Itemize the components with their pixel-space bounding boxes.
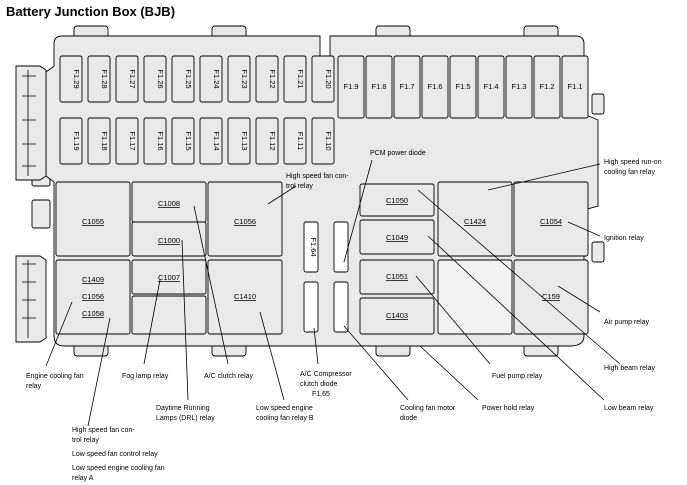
fuse-f125: F1.25 [184,69,193,88]
fuse-f15: F1.5 [455,82,470,91]
callout-ls-fan-control-relay: Low speed fan control relay [72,451,158,458]
callout-cooling-fan-diode-2: diode [400,415,417,422]
callout-hs-runon-2: cooling fan relay [604,169,655,176]
relay-c1410: C1410 [234,292,256,301]
relay-c1050: C1050 [386,196,408,205]
fuse-f113: F1.13 [240,131,249,150]
fuse-f11: F1.1 [567,82,582,91]
callout-hs-fan-relay-bottom-1: High speed fan con- [72,427,135,434]
callout-air-pump-relay: Air pump relay [604,319,650,326]
relays-right: C1050 C1049 C1051 C1403 C1424 C1054 C159 [359,181,589,335]
fuse-f164: F1.64 [309,237,318,256]
callout-fog-lamp-relay: Fog lamp relay [122,373,169,380]
fuse-f17: F1.7 [399,82,414,91]
fuse-f122: F1.22 [268,69,277,88]
callout-fuel-pump-relay: Fuel pump relay [492,373,543,380]
callout-ls-fan-a-2: relay A [72,475,94,482]
callout-ac-comp-diode-3: F1.65 [312,391,330,398]
fuse-f121: F1.21 [296,69,305,88]
fuse-f16: F1.6 [427,82,442,91]
fuse-f19: F1.9 [343,82,358,91]
callout-hs-fan-relay-bottom-2: trol relay [72,437,99,444]
relay-c1000: C1000 [158,236,180,245]
relays-left: C1055 C1008 C1000 C1056 C1409 C1056 C105… [55,181,283,335]
fuse-row-second: F1.19 F1.18 F1.17 F1.16 F1.15 F1.14 F1.1… [59,117,335,165]
relay-c1054: C1054 [540,217,562,226]
relay-c1058: C1058 [82,309,104,318]
fuse-f129: F1.29 [72,69,81,88]
fuse-f114: F1.14 [212,131,221,150]
fuse-f110: F1.10 [324,131,333,150]
callout-drl-2: Lamps (DRL) relay [156,415,215,422]
relay-c1008: C1008 [158,199,180,208]
callout-low-beam-relay: Low beam relay [604,405,654,412]
callout-hs-fan-relay-top-2: trol relay [286,183,313,190]
page-title: Battery Junction Box (BJB) [6,4,175,19]
fuse-f124: F1.24 [212,69,221,88]
callout-engine-fan-2: relay [26,383,42,390]
fuse-f120: F1.20 [324,69,333,88]
fuse-f119: F1.19 [72,131,81,150]
leader-lines [45,159,621,427]
callout-ignition-relay: Ignition relay [604,235,644,242]
relay-c1403: C1403 [386,311,408,320]
fuse-f127: F1.27 [128,69,137,88]
fuse-f12: F1.2 [539,82,554,91]
fuse-f115: F1.15 [184,131,193,150]
callout-pcm-power-diode: PCM power diode [370,150,426,157]
fuse-f118: F1.18 [100,131,109,150]
callout-cooling-fan-diode-1: Cooling fan motor [400,405,456,412]
fuse-f112: F1.12 [268,131,277,150]
callout-ls-fan-a-1: Low speed engine cooling fan [72,465,165,472]
callouts: PCM power diode High speed fan con- trol… [26,150,662,482]
fuse-f126: F1.26 [156,69,165,88]
callout-drl-1: Daytime Running [156,405,210,412]
fuse-f14: F1.4 [483,82,498,91]
relay-c1049: C1049 [386,233,408,242]
relay-c159: C159 [542,292,560,301]
fuse-f123: F1.23 [240,69,249,88]
fuse-row-right: F1.9 F1.8 F1.7 F1.6 F1.5 F1.4 F1.3 F1.2 … [337,55,589,119]
relay-c1051: C1051 [386,272,408,281]
callout-engine-fan-1: Engine cooling fan [26,373,84,380]
relay-c1409: C1409 [82,275,104,284]
relay-c1055: C1055 [82,217,104,226]
callout-ls-fan-b-1: Low speed engine [256,405,313,412]
relay-c1056-bottom: C1056 [82,292,104,301]
fuse-row-top: F1.29 F1.28 F1.27 F1.26 F1.25 F1.24 F1.2… [59,55,335,103]
relay-c1056-top: C1056 [234,217,256,226]
fuse-f128: F1.28 [100,69,109,88]
callout-ac-clutch-relay: A/C clutch relay [204,373,254,380]
callout-hs-runon-1: High speed run-on [604,159,662,166]
fuse-f18: F1.8 [371,82,386,91]
fuse-f117: F1.17 [128,131,137,150]
callout-hs-fan-relay-top-1: High speed fan con- [286,173,349,180]
relay-c1424: C1424 [464,217,486,226]
callout-high-beam-relay: High beam relay [604,365,655,372]
fuse-f111: F1.11 [296,132,305,151]
callout-ls-fan-b-2: cooling fan relay B [256,415,314,422]
fuse-f13: F1.3 [511,82,526,91]
relay-c1007: C1007 [158,273,180,282]
callout-ac-comp-diode-1: A/C Compressor [300,371,352,378]
callout-power-hold-relay: Power hold relay [482,405,535,412]
callout-ac-comp-diode-2: clutch diode [300,381,337,388]
fuse-f116: F1.16 [156,131,165,150]
